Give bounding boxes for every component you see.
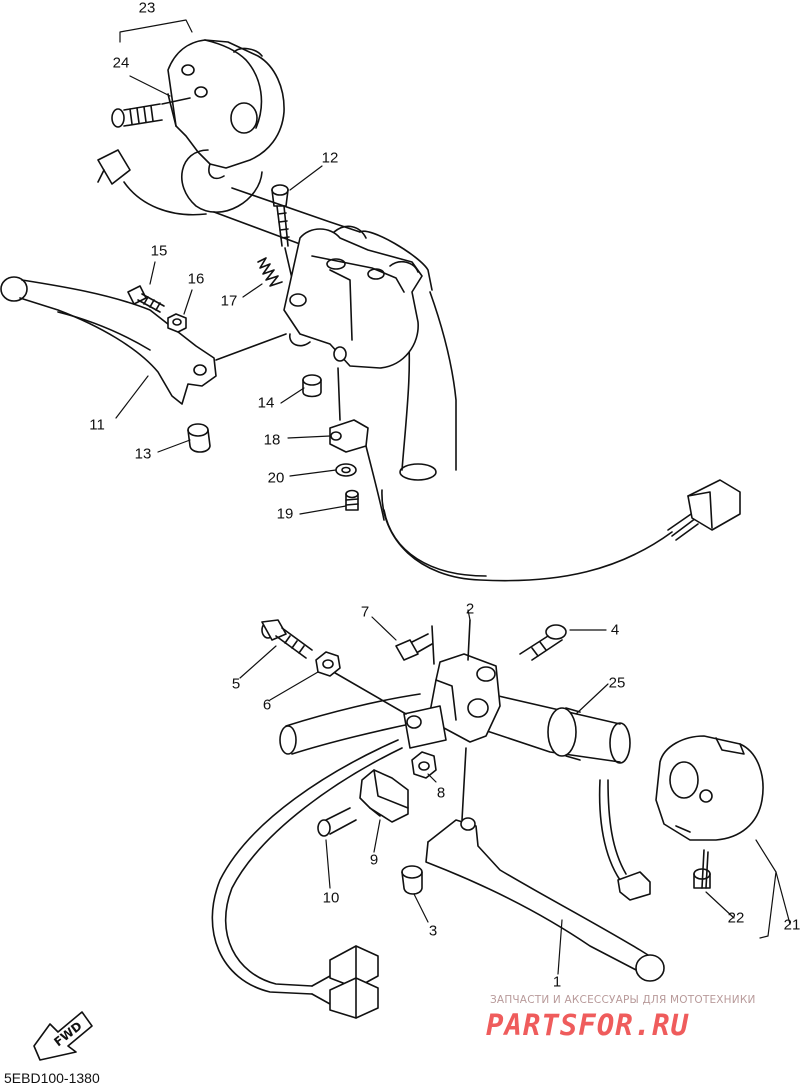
collar-13 xyxy=(187,423,211,453)
watermark-subtitle: ЗАПЧАСТИ И АКСЕССУАРЫ ДЛЯ МОТОТЕХНИКИ xyxy=(490,994,756,1006)
callout-18: 18 xyxy=(263,431,281,449)
callout-8: 8 xyxy=(436,784,446,802)
callout-23: 23 xyxy=(138,0,156,17)
fwd-arrow xyxy=(33,1011,93,1061)
switch-housing-21 xyxy=(655,735,764,841)
screw-22 xyxy=(693,849,711,889)
callout-7: 7 xyxy=(360,603,370,621)
callout-9: 9 xyxy=(369,851,379,869)
callout-10: 10 xyxy=(322,889,340,907)
callout-13: 13 xyxy=(134,445,152,463)
master-cylinder xyxy=(283,225,423,369)
callout-6: 6 xyxy=(262,696,272,714)
pin-10 xyxy=(317,807,357,837)
screw-24 xyxy=(111,97,191,128)
clutch-switch-9 xyxy=(359,769,409,823)
callout-24: 24 xyxy=(112,54,130,72)
callout-14: 14 xyxy=(257,394,275,412)
brake-lever-11 xyxy=(0,276,287,405)
callout-20: 20 xyxy=(267,469,285,487)
callout-5: 5 xyxy=(231,675,241,693)
screw-19 xyxy=(345,489,359,511)
callout-4: 4 xyxy=(610,621,620,639)
bolt-5 xyxy=(261,619,313,659)
nut-16 xyxy=(167,313,187,333)
callout-17: 17 xyxy=(220,292,238,310)
switch-wire-lower xyxy=(598,779,651,901)
callout-21: 21 xyxy=(783,916,800,934)
callout-25: 25 xyxy=(608,674,626,692)
collar-3 xyxy=(401,865,423,895)
bolt-15 xyxy=(127,285,165,313)
callout-11: 11 xyxy=(89,416,105,434)
clutch-lever-1 xyxy=(425,817,665,982)
collar-14 xyxy=(302,374,322,398)
leader-lines-lower xyxy=(329,619,471,821)
switch-wire-upper xyxy=(97,149,263,216)
callout-22: 22 xyxy=(727,909,745,927)
callout-12: 12 xyxy=(321,149,339,167)
callout-19: 19 xyxy=(276,505,294,523)
brake-switch-18 xyxy=(329,367,385,521)
grip-25 xyxy=(547,707,581,761)
harness-upper xyxy=(381,479,741,582)
callout-2: 2 xyxy=(465,600,475,618)
bolt-12 xyxy=(271,184,297,297)
washer-20 xyxy=(335,463,357,477)
callout-15: 15 xyxy=(150,242,168,260)
switch-housing-23 xyxy=(167,39,285,180)
drawing-code: 5EBD100-1380 xyxy=(4,1070,100,1086)
harness-lower xyxy=(211,739,403,1019)
bolt-4 xyxy=(519,624,567,661)
watermark-brand: PARTSFOR.RU xyxy=(486,1008,690,1042)
handlebar-lower xyxy=(279,693,631,764)
spring-17 xyxy=(257,257,283,287)
callout-3: 3 xyxy=(428,922,438,940)
callout-leaders xyxy=(115,19,791,975)
nut-8 xyxy=(411,751,437,779)
lever-holder-2 xyxy=(403,653,501,749)
bolt-7 xyxy=(395,633,433,661)
callout-1: 1 xyxy=(552,973,562,991)
nut-6 xyxy=(315,651,341,677)
callout-16: 16 xyxy=(187,270,205,288)
